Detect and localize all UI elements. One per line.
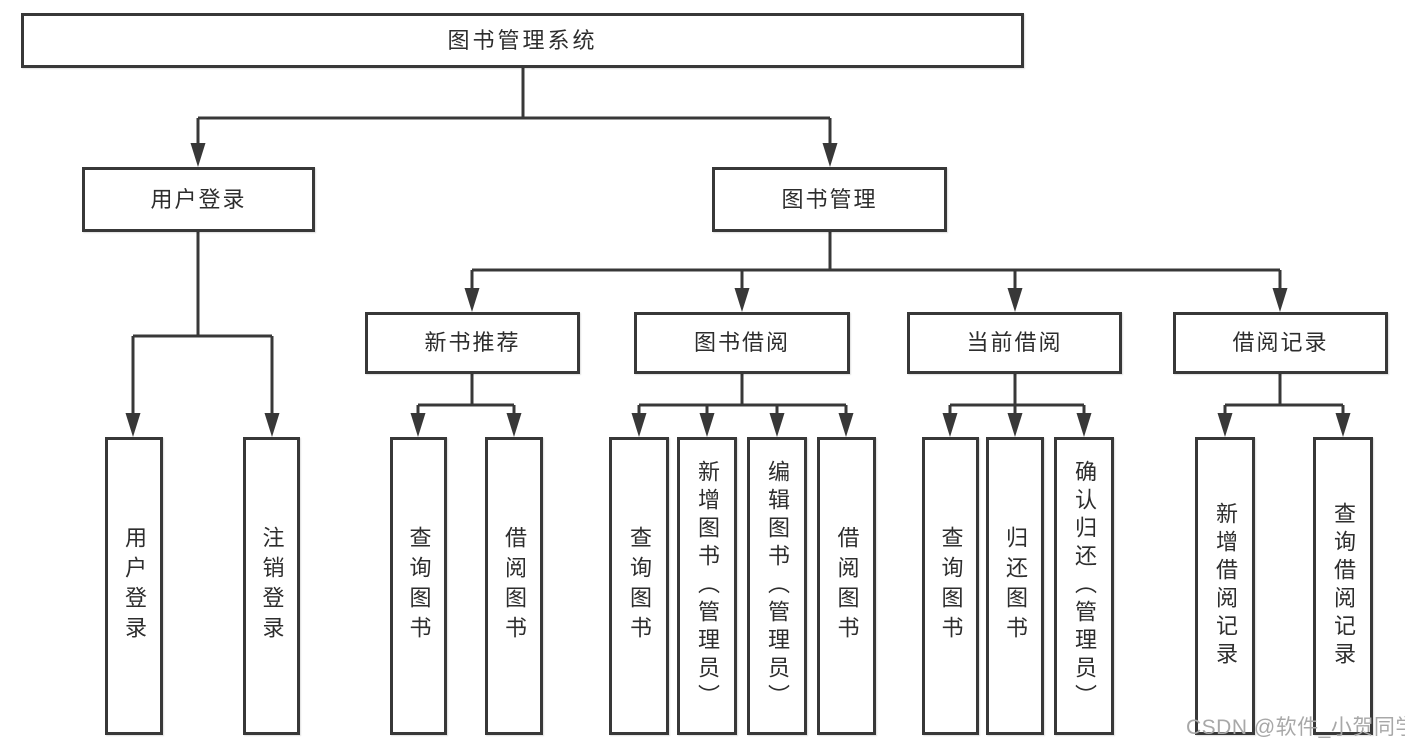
arrowhead-leaf-query-book-borrow	[631, 413, 647, 437]
arrowhead-leaf-borrow-book-borrow	[838, 413, 854, 437]
leaf-borrow-book-borrow-label: 借阅图书	[834, 526, 860, 646]
leaf-confirm-return-label: 确认归还（管理员）	[1072, 460, 1097, 712]
node-root-label: 图书管理系统	[447, 27, 598, 53]
arrowhead-leaf-user-login	[125, 413, 141, 437]
leaf-add-record-label: 新增借阅记录	[1213, 502, 1238, 670]
leaf-query-book-borrow: 查询图书	[609, 437, 669, 735]
connector-bookborrow-to-leaves	[637, 374, 848, 416]
arrowhead-new-book-rec	[464, 288, 480, 312]
node-book-borrow: 图书借阅	[634, 312, 850, 374]
leaf-return-book: 归还图书	[986, 437, 1044, 735]
arrowhead-leaf-query-book-rec	[410, 413, 426, 437]
leaf-logout: 注销登录	[243, 437, 300, 735]
arrowhead-leaf-borrow-book-rec	[506, 413, 522, 437]
leaf-query-book-rec-label: 查询图书	[406, 526, 432, 646]
arrowhead-user-login	[190, 143, 206, 167]
node-book-borrow-label: 图书借阅	[693, 330, 790, 355]
arrowhead-leaf-add-record	[1217, 413, 1233, 437]
node-book-mgmt-label: 图书管理	[781, 186, 878, 212]
leaf-borrow-book-rec: 借阅图书	[485, 437, 543, 735]
connector-borrowrecord-to-leaves	[1223, 374, 1345, 416]
node-current-borrow: 当前借阅	[907, 312, 1122, 374]
leaf-user-login-label: 用户登录	[122, 526, 147, 646]
arrowheads	[125, 143, 1351, 437]
node-new-book-rec: 新书推荐	[365, 312, 580, 374]
leaf-query-record: 查询借阅记录	[1313, 437, 1373, 735]
leaf-return-book-label: 归还图书	[1003, 526, 1028, 646]
node-user-login-label: 用户登录	[150, 186, 247, 212]
connector-currentborrow-to-leaves	[948, 374, 1086, 416]
leaf-logout-label: 注销登录	[259, 526, 285, 646]
connector-root-to-level2	[196, 68, 832, 146]
leaf-query-record-label: 查询借阅记录	[1331, 502, 1356, 670]
leaf-add-record: 新增借阅记录	[1195, 437, 1255, 735]
node-new-book-rec-label: 新书推荐	[424, 330, 521, 355]
arrowhead-leaf-edit-book	[769, 413, 785, 437]
watermark-text: CSDN @软件_小贺同学	[1186, 716, 1405, 739]
arrowhead-current-borrow	[1007, 288, 1023, 312]
leaf-query-book-borrow-label: 查询图书	[627, 526, 652, 646]
node-current-borrow-label: 当前借阅	[966, 330, 1063, 355]
leaf-query-book-current-label: 查询图书	[938, 526, 964, 646]
leaf-borrow-book-borrow: 借阅图书	[817, 437, 876, 735]
connector-strokes	[131, 68, 1345, 416]
arrowhead-book-borrow	[734, 288, 750, 312]
leaf-edit-book: 编辑图书（管理员）	[747, 437, 807, 735]
arrowhead-leaf-confirm-return	[1076, 413, 1092, 437]
leaf-add-book-label: 新增图书（管理员）	[695, 460, 720, 712]
leaf-edit-book-label: 编辑图书（管理员）	[765, 460, 790, 712]
node-borrow-record-label: 借阅记录	[1232, 330, 1329, 355]
node-borrow-record: 借阅记录	[1173, 312, 1388, 374]
connector-bookmgmt-to-level3	[470, 232, 1282, 291]
arrowhead-leaf-query-record	[1335, 413, 1351, 437]
leaf-confirm-return: 确认归还（管理员）	[1054, 437, 1114, 735]
arrowhead-leaf-logout	[264, 413, 280, 437]
leaf-query-book-current: 查询图书	[922, 437, 979, 735]
arrowhead-leaf-query-book-current	[942, 413, 958, 437]
leaf-query-book-rec: 查询图书	[390, 437, 447, 735]
node-book-mgmt: 图书管理	[712, 167, 947, 232]
arrowhead-borrow-record	[1272, 288, 1288, 312]
leaf-borrow-book-rec-label: 借阅图书	[502, 526, 527, 646]
arrowhead-leaf-return-book	[1007, 413, 1023, 437]
connector-userlogin-to-leaves	[131, 232, 274, 416]
arrowhead-book-mgmt	[822, 143, 838, 167]
connector-newbookrec-to-leaves	[416, 374, 516, 416]
leaf-add-book: 新增图书（管理员）	[677, 437, 737, 735]
arrowhead-leaf-add-book	[699, 413, 715, 437]
node-user-login: 用户登录	[82, 167, 315, 232]
node-root: 图书管理系统	[21, 13, 1024, 68]
leaf-user-login: 用户登录	[105, 437, 163, 735]
